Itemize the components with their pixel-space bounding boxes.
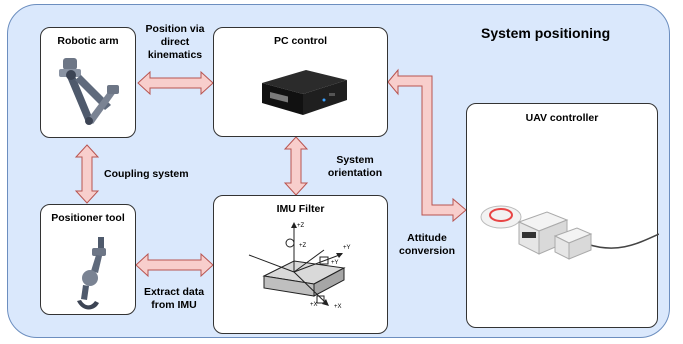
pc-control-title: PC control xyxy=(273,35,328,47)
mini-pc-image xyxy=(262,70,347,115)
arrow-arm-positioner xyxy=(74,144,100,204)
axis-z-rot-label: +Z xyxy=(299,243,307,249)
arrow-arm-pc xyxy=(137,70,214,96)
imu-filter-title: IMU Filter xyxy=(276,203,325,215)
imu-axes-illustration: +Z +Z +Y +Y +X +X xyxy=(248,222,351,310)
uav-controller-node: UAV controller xyxy=(466,103,659,328)
axis-x-rot-label: +X xyxy=(310,302,318,308)
robotic-arm-title: Robotic arm xyxy=(57,35,119,47)
arrow-pc-imu xyxy=(283,136,309,196)
edge-label-orientation: System orientation xyxy=(327,154,383,179)
uav-controller-image xyxy=(480,205,659,260)
positioner-tool-node: Positioner tool xyxy=(40,204,136,315)
positioner-tool-image xyxy=(77,237,106,310)
pc-control-node: PC control xyxy=(213,27,388,137)
imu-filter-node: IMU Filter +Z +Z +Y +Y +X +X xyxy=(213,195,388,334)
axis-x-label: +X xyxy=(334,304,342,310)
edge-label-position: Position via direct kinematics xyxy=(145,23,205,61)
positioner-tool-title: Positioner tool xyxy=(51,212,125,224)
axis-z-label: +Z xyxy=(297,223,305,229)
uav-controller-title: UAV controller xyxy=(525,112,599,124)
robotic-arm-image xyxy=(59,58,119,125)
robotic-arm-node: Robotic arm xyxy=(40,27,136,138)
edge-label-extract: Extract data from IMU xyxy=(143,286,205,311)
arrow-pc-uav xyxy=(387,68,467,223)
arrow-positioner-imu xyxy=(135,252,214,278)
axis-y-label: +Y xyxy=(343,245,351,251)
axis-y-rot-label: +Y xyxy=(331,260,339,266)
diagram-title: System positioning xyxy=(481,25,611,41)
edge-label-coupling: Coupling system xyxy=(104,168,189,180)
edge-label-attitude: Attitude conversion xyxy=(398,232,456,257)
